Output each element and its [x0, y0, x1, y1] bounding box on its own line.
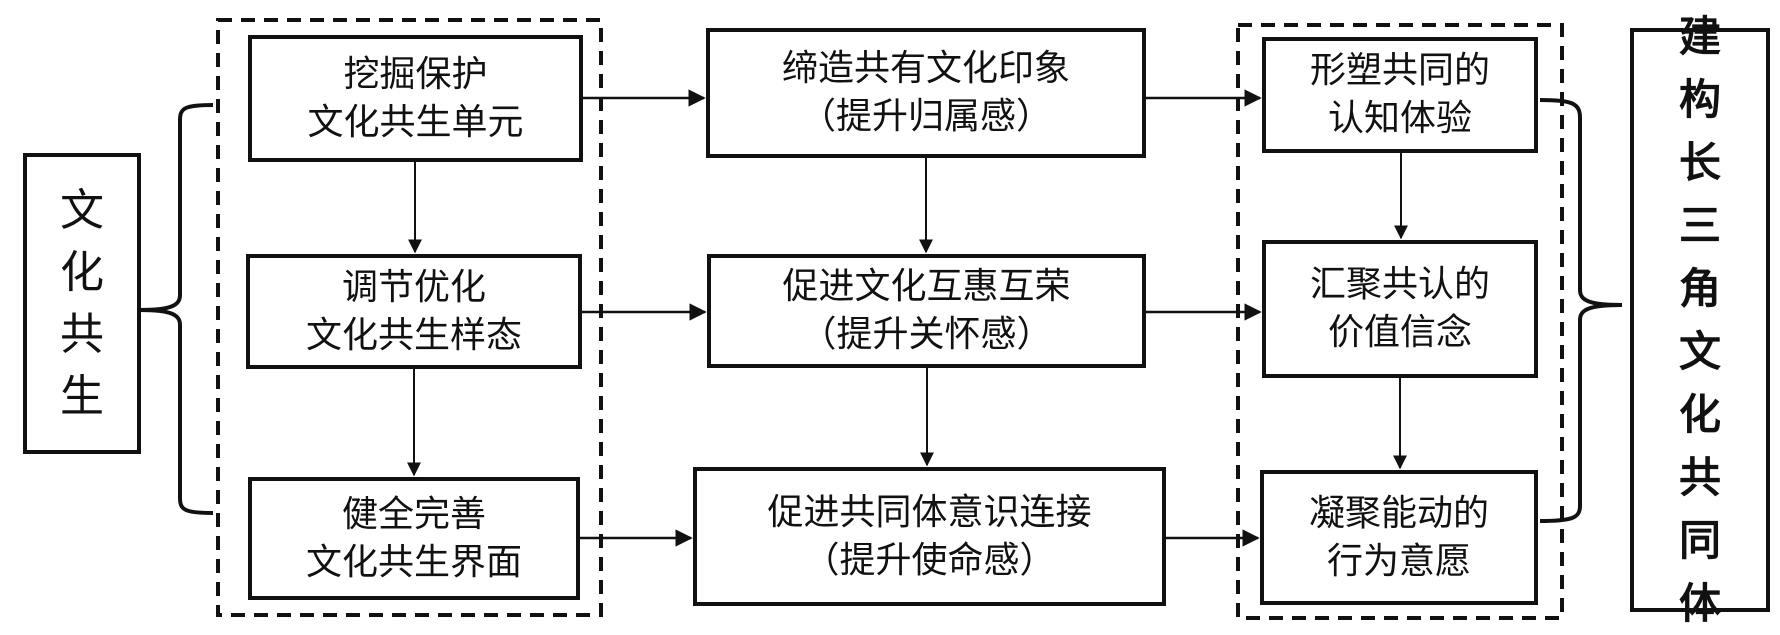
- node-char: 建: [1678, 12, 1721, 61]
- node-char: 文: [60, 184, 104, 236]
- node-text-line: 文化共生界面: [305, 541, 522, 583]
- node-text-line: 促进文化互惠互荣: [782, 266, 1071, 307]
- node-a2: 调节优化 文化共生样态: [246, 254, 582, 369]
- node-b1: 缔造共有文化印象 （提升归属感）: [706, 28, 1146, 158]
- node-yangtze-delta-cultural-community: 建 构 长 三 角 文 化 共 同 体: [1630, 12, 1770, 628]
- node-text-line: 价值信念: [1327, 312, 1472, 353]
- node-text-line: 汇聚共认的: [1309, 264, 1490, 305]
- node-text-line: 形塑共同的: [1309, 50, 1490, 91]
- left-brace: [139, 103, 214, 515]
- node-text-line: 挖掘保护: [343, 53, 488, 95]
- group-dashed-frame-right: [1236, 23, 1564, 620]
- node-char: 共: [1678, 453, 1721, 502]
- node-char: 文: [1678, 327, 1721, 376]
- node-char: 化: [60, 246, 104, 298]
- node-b3: 促进共同体意识连接 （提升使命感）: [693, 467, 1166, 606]
- node-text-line: 调节优化: [341, 266, 486, 308]
- node-char: 体: [1678, 579, 1721, 628]
- node-char: 生: [60, 370, 104, 422]
- node-text-line: 文化共生样态: [305, 314, 522, 356]
- right-brace: [1539, 98, 1623, 523]
- node-a3: 健全完善 文化共生界面: [248, 477, 580, 600]
- node-c1: 形塑共同的 认知体验: [1262, 37, 1538, 153]
- node-text-line: （提升关怀感）: [800, 314, 1053, 355]
- node-a1: 挖掘保护 文化共生单元: [248, 35, 583, 162]
- node-text-line: 行为意愿: [1326, 540, 1471, 582]
- node-text-line: 文化共生单元: [307, 101, 524, 143]
- node-char: 同: [1678, 516, 1721, 565]
- node-char: 化: [1678, 390, 1721, 439]
- node-b2: 促进文化互惠互荣 （提升关怀感）: [707, 254, 1146, 368]
- node-text-line: 凝聚能动的: [1308, 492, 1489, 534]
- group-dashed-frame-left: [216, 18, 603, 617]
- node-text-line: （提升归属感）: [799, 96, 1052, 137]
- node-char: 共: [60, 308, 104, 360]
- node-text-line: 促进共同体意识连接: [767, 491, 1092, 533]
- node-text-line: 健全完善: [341, 493, 486, 535]
- node-c3: 凝聚能动的 行为意愿: [1260, 470, 1538, 605]
- node-c2: 汇聚共认的 价值信念: [1262, 240, 1538, 378]
- node-text-line: 认知体验: [1327, 98, 1472, 139]
- node-char: 构: [1678, 75, 1721, 124]
- node-char: 角: [1678, 264, 1721, 313]
- node-char: 长: [1678, 138, 1721, 187]
- node-char: 三: [1678, 201, 1721, 250]
- node-cultural-symbiosis: 文 化 共 生: [23, 153, 141, 454]
- node-text-line: 缔造共有文化印象: [781, 48, 1070, 89]
- node-text-line: （提升使命感）: [803, 539, 1056, 581]
